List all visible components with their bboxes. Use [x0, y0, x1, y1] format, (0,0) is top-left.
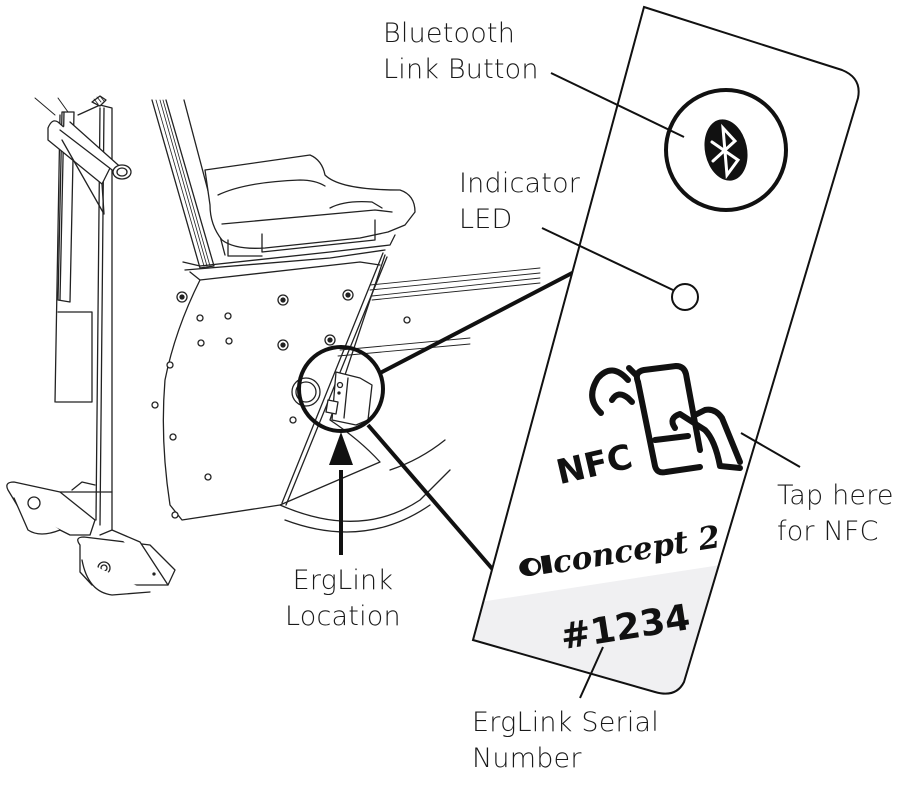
- leader-serial: [579, 646, 604, 699]
- erglink-location-highlight: [297, 345, 385, 433]
- bluetooth-link-button[interactable]: [664, 88, 788, 212]
- zoom-connector-upper: [379, 269, 577, 375]
- callout-bluetooth-line2: Link Button: [383, 54, 539, 85]
- indicator-led: [671, 283, 699, 311]
- callout-nfc-line1: Tap here: [777, 480, 894, 511]
- callout-indicator: Indicator LED: [459, 166, 580, 238]
- leader-nfc: [740, 432, 801, 468]
- callout-bluetooth: Bluetooth Link Button: [383, 16, 539, 88]
- leader-lines: [541, 72, 801, 699]
- callout-location-line1: ErgLink: [292, 565, 394, 596]
- callout-serial-line1: ErgLink Serial: [472, 707, 659, 738]
- nfc-tap-icon[interactable]: [589, 363, 743, 476]
- callout-location-line2: Location: [285, 601, 401, 632]
- callout-bluetooth-line1: Bluetooth: [383, 18, 516, 49]
- callout-nfc-line2: for NFC: [777, 516, 879, 547]
- callout-serial: ErgLink Serial Number: [472, 705, 659, 777]
- screws: [151, 289, 411, 519]
- erglink-module: [325, 371, 373, 426]
- handlebar-post: [47, 95, 132, 536]
- callout-location: ErgLink Location: [285, 563, 401, 635]
- zoom-connector-lower: [366, 423, 497, 574]
- bluetooth-icon: [710, 123, 741, 180]
- location-arrow: [329, 432, 353, 555]
- leader-bluetooth: [550, 72, 685, 138]
- seat-back: [151, 99, 226, 269]
- machine-illustration: [6, 95, 541, 596]
- callout-indicator-line2: LED: [459, 204, 513, 235]
- callout-serial-line2: Number: [472, 743, 582, 774]
- erglink-card: NFC concept 2 #1234: [471, 5, 860, 695]
- leader-indicator: [541, 227, 674, 291]
- seat: [182, 154, 416, 271]
- callout-indicator-line1: Indicator: [459, 168, 581, 199]
- feet-wheels: [6, 481, 176, 596]
- callout-nfc-tap: Tap here for NFC: [777, 478, 894, 550]
